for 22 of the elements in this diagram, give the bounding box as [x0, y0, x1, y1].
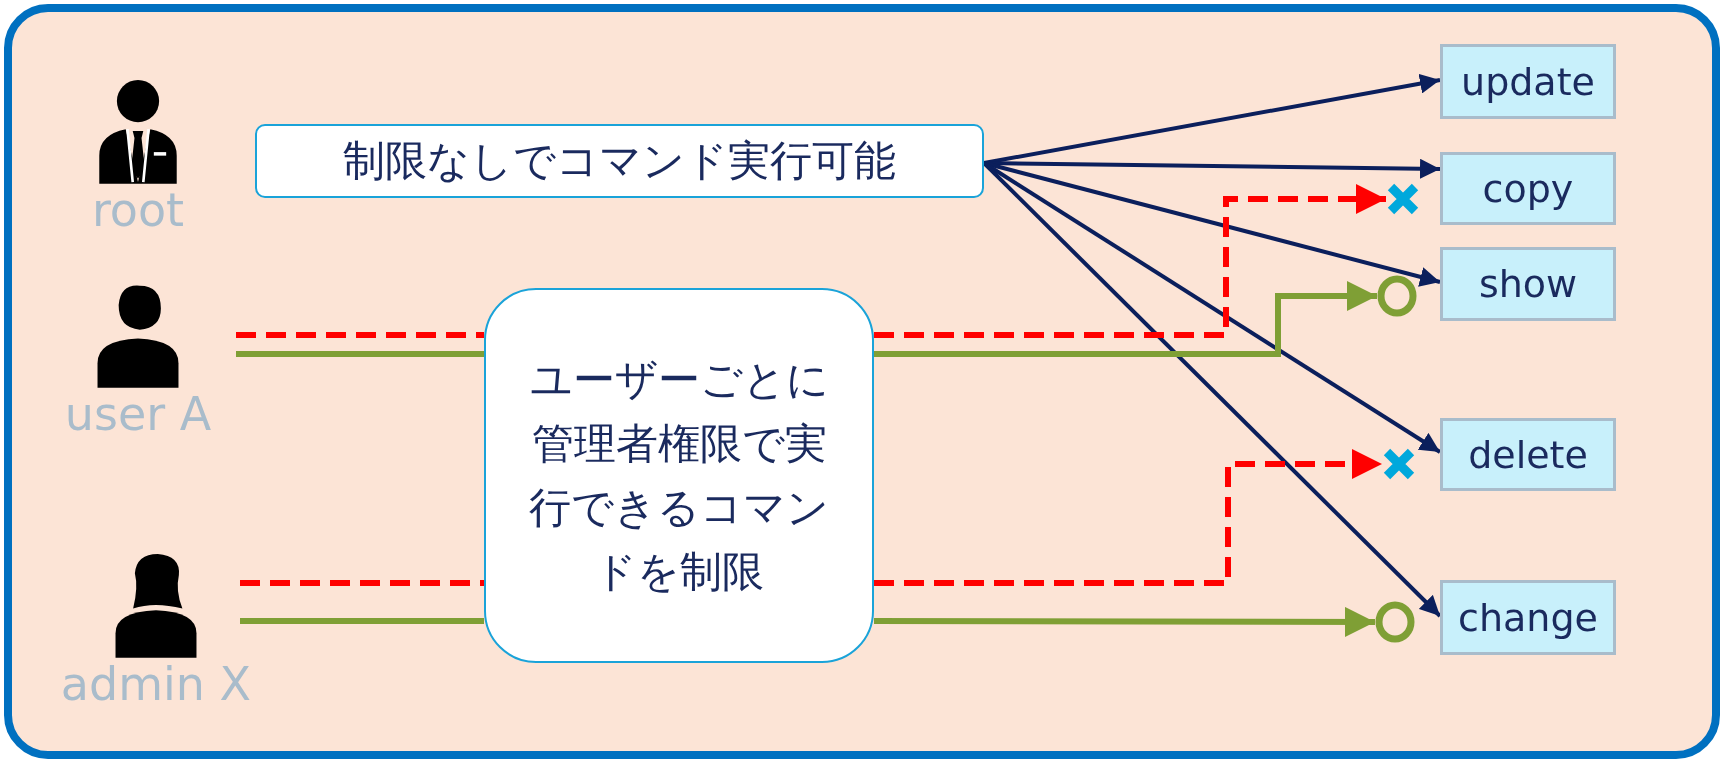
command-box: copy	[1440, 152, 1616, 225]
command-box: delete	[1440, 418, 1616, 491]
command-box: show	[1440, 247, 1616, 321]
arrow	[874, 281, 1377, 357]
arrow	[874, 184, 1386, 338]
note-box: 制限なしでコマンド実行可能	[255, 124, 984, 198]
user-label: admin X	[60, 658, 252, 710]
rounded-box: ユーザーごとに管理者権限で実行できるコマンドを制限	[484, 288, 874, 663]
line	[236, 351, 484, 357]
arrow	[874, 606, 1375, 637]
cross-mark	[1386, 182, 1420, 216]
command-box: update	[1440, 44, 1616, 119]
user-label: root	[91, 184, 185, 236]
line	[240, 618, 484, 624]
user-label: user A	[64, 388, 212, 440]
command-box: change	[1440, 580, 1616, 655]
cross-mark	[1382, 447, 1416, 481]
line	[236, 332, 484, 338]
circle-mark	[1375, 601, 1415, 643]
arrow	[874, 449, 1382, 586]
circle-mark	[1377, 275, 1417, 317]
line	[240, 580, 484, 586]
